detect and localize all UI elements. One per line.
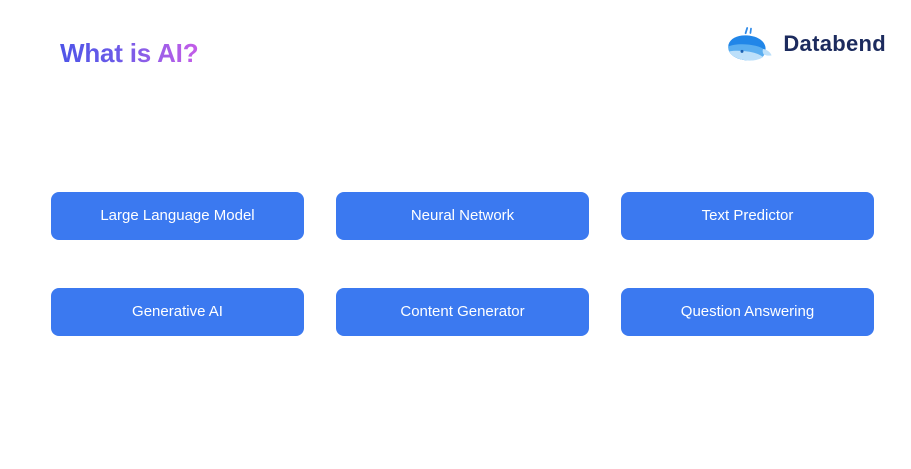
page-title: What is AI?: [60, 38, 199, 68]
concept-card-question-answering[interactable]: Question Answering: [621, 288, 874, 336]
concept-card-content-generator[interactable]: Content Generator: [336, 288, 589, 336]
whale-icon: [722, 25, 774, 63]
concept-card-grid: Large Language Model Neural Network Text…: [51, 192, 874, 336]
brand-name: Databend: [783, 31, 886, 56]
concept-card-neural-network[interactable]: Neural Network: [336, 192, 589, 240]
concept-card-generative-ai[interactable]: Generative AI: [51, 288, 304, 336]
concept-card-text-predictor[interactable]: Text Predictor: [621, 192, 874, 240]
brand-logo: Databend: [722, 25, 886, 63]
concept-card-large-language-model[interactable]: Large Language Model: [51, 192, 304, 240]
